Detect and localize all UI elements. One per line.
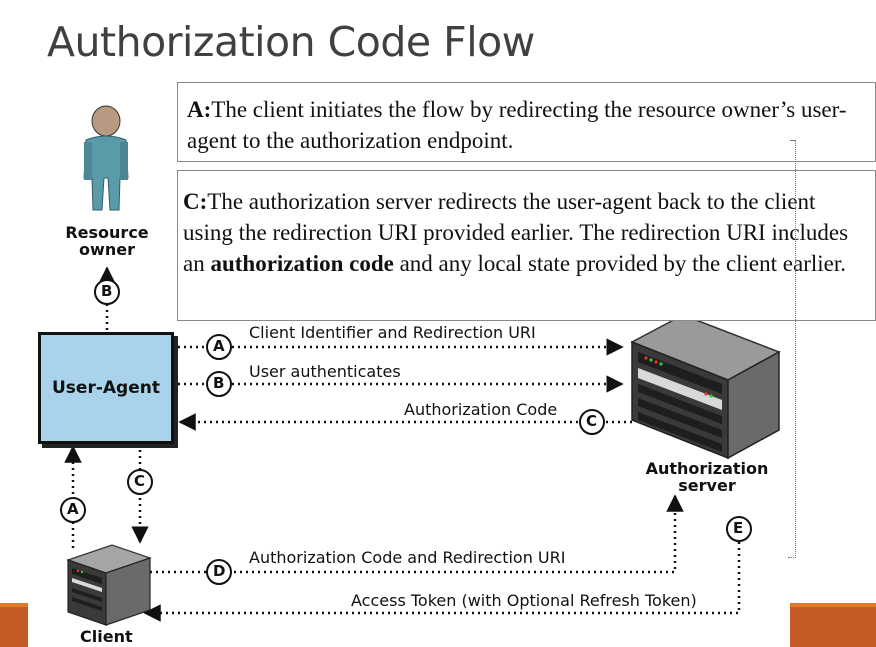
note-step-c: C:The authorization server redirects the… — [177, 170, 876, 321]
guide-line — [795, 140, 796, 558]
step-a-letter-vertical: A — [67, 500, 79, 518]
resource-owner-label-line2: owner — [79, 240, 135, 259]
message-client-identifier: Client Identifier and Redirection URI — [249, 323, 536, 342]
user-agent-label: User-Agent — [52, 378, 160, 398]
step-c-badge-vertical — [127, 469, 153, 495]
guide-tick-bottom — [788, 557, 796, 558]
message-auth-code-redirect: Authorization Code and Redirection URI — [249, 548, 566, 567]
note-a-letter: A: — [187, 97, 212, 122]
note-c-bold-text: authorization code — [210, 251, 394, 276]
authorization-server-icon — [630, 314, 781, 460]
message-access-token: Access Token (with Optional Refresh Toke… — [351, 591, 697, 610]
resource-owner-label-line1: Resource — [65, 223, 149, 242]
note-c-text-before: The authorization server redirects the u… — [183, 189, 849, 276]
step-a-letter: A — [213, 337, 225, 355]
authorization-server-label: Authorization server — [636, 460, 778, 494]
authorization-server-label-line1: Authorization — [645, 459, 769, 478]
resource-owner-label: Resource owner — [62, 224, 152, 258]
step-d-letter: D — [213, 562, 226, 580]
step-b-badge — [206, 371, 232, 397]
slide-title: Authorization Code Flow — [47, 18, 535, 66]
note-c-text-after: and any local state provided by the clie… — [393, 251, 846, 276]
step-e-badge — [726, 516, 752, 542]
note-step-a: A:The client initiates the flow by redir… — [177, 82, 876, 162]
step-a-badge-vertical — [60, 497, 86, 523]
step-a-badge — [206, 334, 232, 360]
client-label: Client — [80, 627, 133, 646]
note-a-text: The client initiates the flow by redirec… — [187, 97, 847, 153]
user-agent-box: User-Agent — [38, 332, 174, 444]
step-c-letter-vertical: C — [134, 472, 146, 490]
client-icon — [66, 544, 152, 626]
authorization-server-label-line2: server — [678, 476, 736, 495]
step-d-badge — [206, 559, 232, 585]
message-user-authenticates: User authenticates — [249, 362, 401, 381]
resource-owner-icon — [83, 105, 129, 211]
arrow-e — [143, 518, 741, 622]
step-e-letter: E — [733, 519, 744, 537]
step-c-badge — [579, 409, 605, 435]
step-c-letter: C — [586, 412, 598, 430]
guide-tick-top — [790, 140, 796, 141]
accent-bar-right — [790, 603, 876, 647]
step-b-badge-vertical — [94, 279, 120, 305]
message-authorization-code: Authorization Code — [404, 400, 558, 419]
accent-bar-left — [0, 603, 28, 647]
step-b-letter: B — [213, 374, 225, 392]
note-c-letter: C: — [183, 189, 208, 214]
step-b-letter-vertical: B — [101, 282, 113, 300]
arrow-d — [150, 494, 684, 574]
